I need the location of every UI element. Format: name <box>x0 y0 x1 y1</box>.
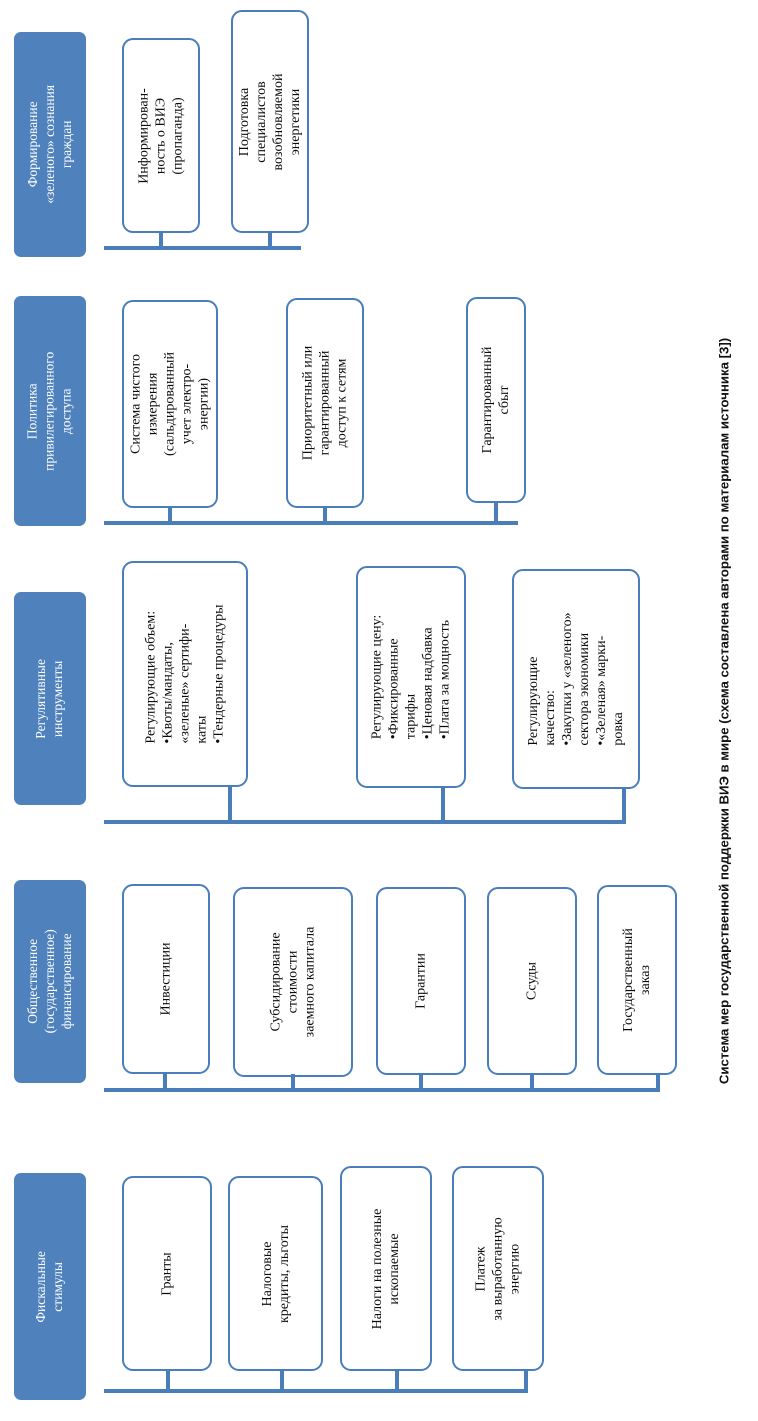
connector-stub <box>395 1371 399 1390</box>
node-box-grants[interactable]: Гранты <box>122 1176 212 1371</box>
connector-bus <box>104 820 626 824</box>
connector-stub <box>524 1371 528 1390</box>
connector-bus <box>104 521 518 525</box>
node-label: Инвестиции <box>158 942 174 1016</box>
node-label: Регулирующие объем:•Квоты/мандаты,«зелен… <box>143 604 227 744</box>
connector-stub <box>166 1371 170 1390</box>
connector-stub <box>530 1074 534 1089</box>
node-label: Ссуды <box>524 961 540 1001</box>
connector-stub <box>419 1074 423 1089</box>
connector-stub <box>163 1074 167 1089</box>
connector-stub <box>656 1074 660 1089</box>
connector-stub <box>168 508 172 522</box>
figure-caption: Система мер государственной поддержки ВИ… <box>690 0 758 1421</box>
connector-stub <box>441 787 445 821</box>
node-box-investments[interactable]: Инвестиции <box>122 884 210 1074</box>
connector-stub <box>622 789 626 821</box>
connector-stub <box>228 787 232 821</box>
node-box-guarantees[interactable]: Гарантии <box>376 887 466 1075</box>
connector-stub <box>280 1371 284 1390</box>
connector-stub <box>159 233 163 247</box>
node-box-loans[interactable]: Ссуды <box>487 887 577 1075</box>
category-label: Общественное(государственное)финансирова… <box>24 929 74 1034</box>
connector-bus <box>104 1088 660 1092</box>
category-pill-public-financing[interactable]: Общественное(государственное)финансирова… <box>14 880 86 1083</box>
connector-bus <box>104 1389 528 1393</box>
node-label: Информирован-ность о ВИЭ(пропаганда) <box>136 87 186 184</box>
node-label: Гранты <box>159 1251 175 1296</box>
connector-stub <box>268 233 272 247</box>
connector-stub <box>323 508 327 522</box>
connector-stub <box>494 503 498 522</box>
connector-stub <box>291 1074 295 1089</box>
node-box-volume-regulation[interactable]: Регулирующие объем:•Квоты/мандаты,«зелен… <box>122 561 248 787</box>
figure-caption-text: Система мер государственной поддержки ВИ… <box>716 337 732 1084</box>
node-label: Гарантии <box>413 953 429 1009</box>
connector-bus <box>104 246 301 250</box>
node-box-awareness-vie[interactable]: Информирован-ность о ВИЭ(пропаганда) <box>122 38 200 233</box>
